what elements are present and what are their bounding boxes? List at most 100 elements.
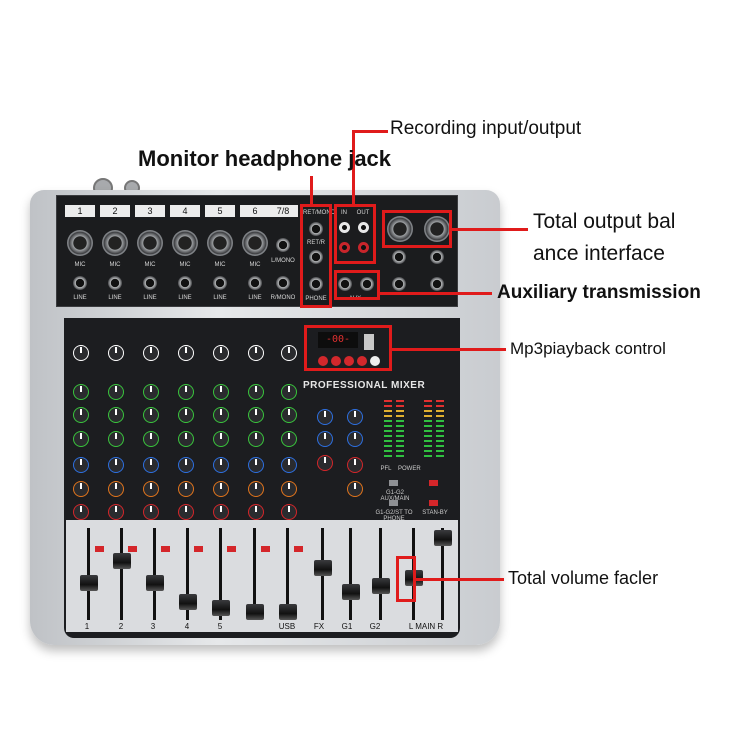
- channel-knob[interactable]: [109, 505, 123, 519]
- rec-in-left[interactable]: [339, 222, 350, 233]
- fx-knob[interactable]: [348, 432, 362, 446]
- channel-knob[interactable]: [282, 505, 296, 519]
- fader-knob[interactable]: [113, 553, 131, 569]
- return-mono-jack[interactable]: [309, 222, 323, 236]
- fader-knob[interactable]: [80, 575, 98, 591]
- main-out-right-jack[interactable]: [430, 277, 444, 291]
- channel-knob[interactable]: [74, 505, 88, 519]
- rec-out-right[interactable]: [358, 242, 369, 253]
- channel-knob[interactable]: [109, 346, 123, 360]
- usb-port[interactable]: [364, 334, 374, 350]
- channel-knob[interactable]: [179, 385, 193, 399]
- channel-knob[interactable]: [214, 408, 228, 422]
- group-out-1[interactable]: [392, 250, 406, 264]
- to-phone-button[interactable]: [389, 500, 398, 506]
- channel-knob[interactable]: [214, 505, 228, 519]
- rec-out-left[interactable]: [358, 222, 369, 233]
- channel-knob[interactable]: [249, 346, 263, 360]
- channel-knob[interactable]: [282, 482, 296, 496]
- channel-knob[interactable]: [179, 458, 193, 472]
- mute-button[interactable]: [261, 546, 270, 552]
- line-input-l-mono[interactable]: [276, 238, 290, 252]
- channel-knob[interactable]: [144, 482, 158, 496]
- channel-knob[interactable]: [214, 432, 228, 446]
- channel-knob[interactable]: [214, 385, 228, 399]
- channel-knob[interactable]: [249, 458, 263, 472]
- fx-knob[interactable]: [348, 458, 362, 472]
- headphone-jack[interactable]: [309, 277, 323, 291]
- mute-button[interactable]: [194, 546, 203, 552]
- channel-knob[interactable]: [74, 482, 88, 496]
- channel-knob[interactable]: [144, 432, 158, 446]
- fader-knob[interactable]: [372, 578, 390, 594]
- mute-button[interactable]: [95, 546, 104, 552]
- rec-in-right[interactable]: [339, 242, 350, 253]
- mp3-button-mode[interactable]: [357, 356, 367, 366]
- channel-knob[interactable]: [249, 505, 263, 519]
- line-input-6[interactable]: [248, 276, 262, 290]
- channel-knob[interactable]: [249, 408, 263, 422]
- mp3-button-rec[interactable]: [370, 356, 380, 366]
- channel-knob[interactable]: [74, 408, 88, 422]
- line-input-2[interactable]: [108, 276, 122, 290]
- fx-knob[interactable]: [318, 410, 332, 424]
- mic-input-3[interactable]: [137, 230, 163, 256]
- line-input-1[interactable]: [73, 276, 87, 290]
- standby-button[interactable]: [429, 500, 438, 506]
- fx-knob[interactable]: [348, 410, 362, 424]
- mic-input-4[interactable]: [172, 230, 198, 256]
- mic-input-1[interactable]: [67, 230, 93, 256]
- channel-knob[interactable]: [109, 408, 123, 422]
- 48v-button[interactable]: [429, 480, 438, 486]
- fader-knob[interactable]: [434, 530, 452, 546]
- main-out-left-xlr[interactable]: [387, 216, 413, 242]
- fx-knob[interactable]: [318, 432, 332, 446]
- channel-knob[interactable]: [282, 346, 296, 360]
- main-out-left-jack[interactable]: [392, 277, 406, 291]
- channel-knob[interactable]: [74, 346, 88, 360]
- channel-knob[interactable]: [144, 458, 158, 472]
- channel-knob[interactable]: [249, 385, 263, 399]
- fader-knob[interactable]: [146, 575, 164, 591]
- channel-knob[interactable]: [179, 505, 193, 519]
- fader-knob[interactable]: [314, 560, 332, 576]
- mp3-button-play[interactable]: [344, 356, 354, 366]
- aux-send-1[interactable]: [338, 277, 352, 291]
- fader-knob[interactable]: [179, 594, 197, 610]
- channel-knob[interactable]: [179, 346, 193, 360]
- channel-knob[interactable]: [109, 385, 123, 399]
- channel-knob[interactable]: [144, 505, 158, 519]
- channel-knob[interactable]: [282, 458, 296, 472]
- channel-knob[interactable]: [214, 458, 228, 472]
- channel-knob[interactable]: [74, 385, 88, 399]
- mute-button[interactable]: [161, 546, 170, 552]
- channel-knob[interactable]: [179, 482, 193, 496]
- mute-button[interactable]: [128, 546, 137, 552]
- fader-knob[interactable]: [212, 600, 230, 616]
- channel-knob[interactable]: [249, 482, 263, 496]
- channel-knob[interactable]: [282, 385, 296, 399]
- channel-knob[interactable]: [179, 432, 193, 446]
- channel-knob[interactable]: [282, 408, 296, 422]
- return-r-jack[interactable]: [309, 250, 323, 264]
- fader-knob[interactable]: [246, 604, 264, 620]
- channel-knob[interactable]: [179, 408, 193, 422]
- channel-knob[interactable]: [109, 458, 123, 472]
- channel-knob[interactable]: [109, 482, 123, 496]
- aux-send-2[interactable]: [360, 277, 374, 291]
- channel-knob[interactable]: [74, 458, 88, 472]
- mp3-button-usb[interactable]: [331, 356, 341, 366]
- mp3-button-rtl[interactable]: [318, 356, 328, 366]
- line-input-4[interactable]: [178, 276, 192, 290]
- mute-button[interactable]: [227, 546, 236, 552]
- channel-knob[interactable]: [214, 482, 228, 496]
- mute-button[interactable]: [294, 546, 303, 552]
- channel-knob[interactable]: [214, 346, 228, 360]
- line-input-5[interactable]: [213, 276, 227, 290]
- channel-knob[interactable]: [144, 385, 158, 399]
- group-out-2[interactable]: [430, 250, 444, 264]
- channel-knob[interactable]: [282, 432, 296, 446]
- channel-knob[interactable]: [249, 432, 263, 446]
- channel-knob[interactable]: [109, 432, 123, 446]
- channel-knob[interactable]: [144, 346, 158, 360]
